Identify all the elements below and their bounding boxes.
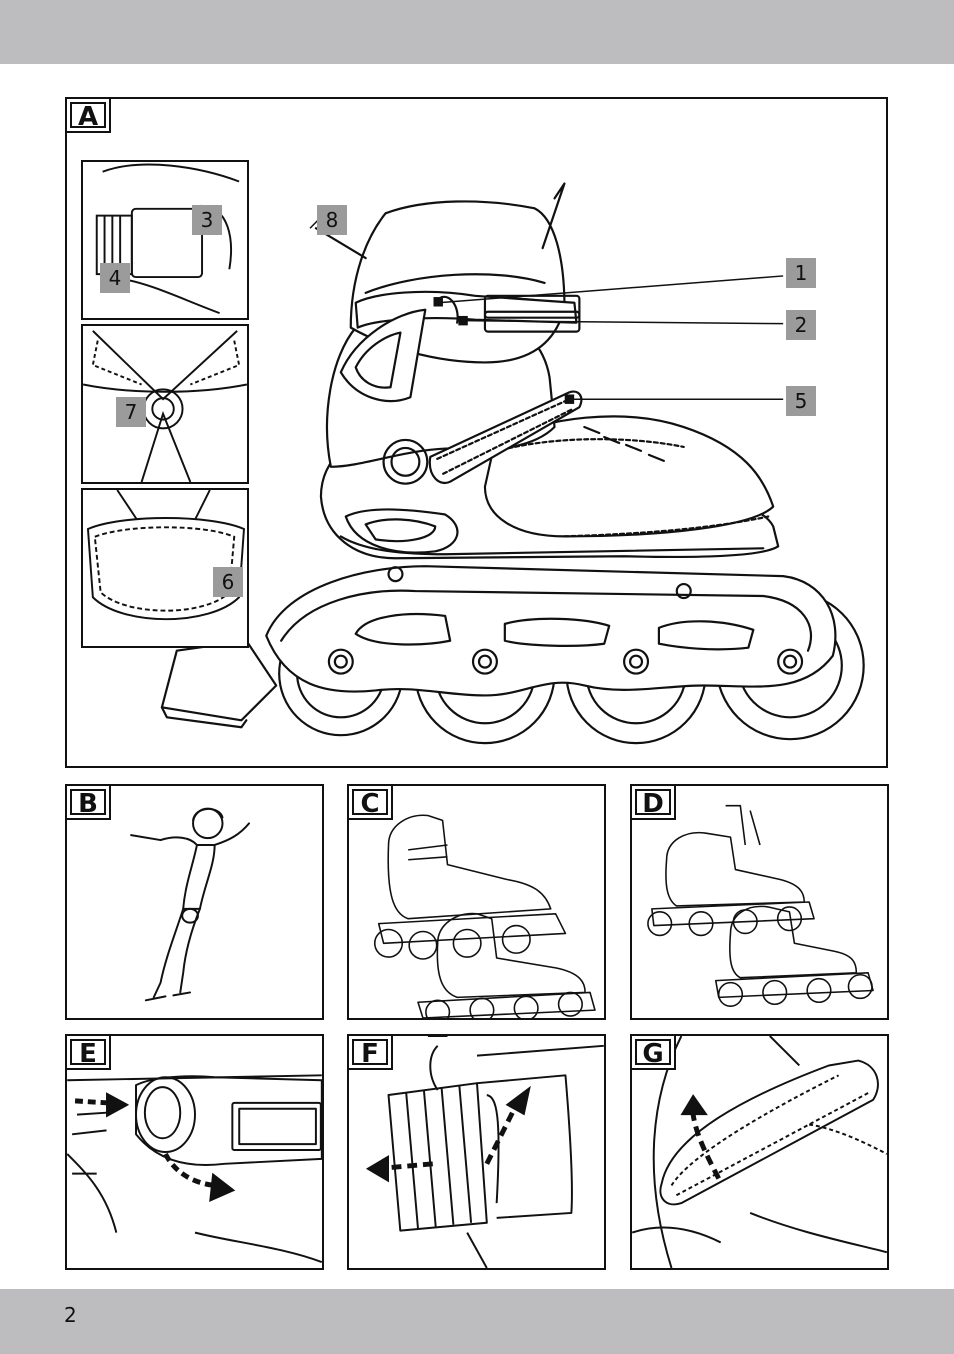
inset-pivot-detail [81,324,249,484]
callout-5: 5 [786,386,816,416]
buckle-detail-drawing [83,162,247,318]
figure-panel-g: G [630,1034,889,1270]
figure-panel-f: F [347,1034,606,1270]
callout-1: 1 [786,258,816,288]
panel-e-label: E [65,1034,111,1070]
panel-f-label: F [347,1034,393,1070]
figure-panel-a: A [65,97,888,768]
panel-a-label: A [65,97,111,133]
skates-stance-d-illustration [632,786,887,1018]
callout-4: 4 [100,263,130,293]
callout-3: 3 [192,205,222,235]
page-number: 2 [64,1303,77,1327]
callout-7: 7 [116,397,146,427]
panel-d-label: D [630,784,676,820]
figure-panel-d: D [630,784,889,1020]
skates-stance-c-illustration [349,786,604,1018]
buckle-release-illustration [67,1036,322,1268]
footer-bar [0,1289,954,1354]
skater-posture-illustration [67,786,322,1018]
callout-6: 6 [213,567,243,597]
pivot-detail-drawing [83,326,247,482]
strap-adjust-illustration [349,1036,604,1268]
panel-g-label: G [630,1034,676,1070]
callout-8: 8 [317,205,347,235]
inset-buckle-detail [81,160,249,320]
power-strap-illustration [632,1036,887,1268]
header-bar [0,0,954,64]
panel-c-label: C [347,784,393,820]
figure-panel-c: C [347,784,606,1020]
figure-panel-e: E [65,1034,324,1270]
panel-b-label: B [65,784,111,820]
figure-panel-b: B [65,784,324,1020]
callout-2: 2 [786,310,816,340]
